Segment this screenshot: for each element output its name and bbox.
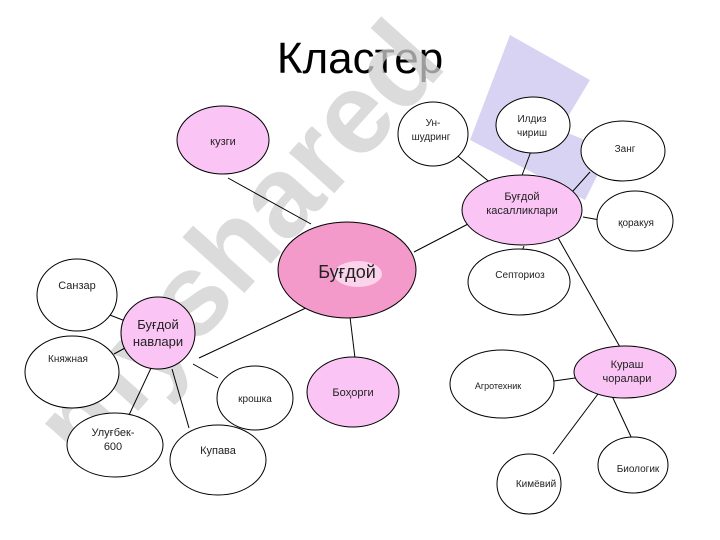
node-kimyoviy: Кимёвий [496,453,562,515]
connector-line [113,347,126,355]
node-sanzar-label: Санзар [58,280,96,292]
node-ildiz-chirish: Илдиз чириш [495,96,571,154]
node-kupava-label: Купава [200,445,237,457]
node-kasalliklari-label-1: Буғдой [504,191,539,203]
connector-line [192,363,219,379]
node-biologik: Биологик [597,436,669,494]
connector-line [413,222,471,253]
connector-line [198,306,309,359]
node-zang: Занг [580,120,666,182]
node-un-shudring-label-1: Ун- [426,118,441,129]
node-kurash-label-2: чоралари [603,373,652,385]
node-qorakuya-label: қоракуя [618,218,654,229]
node-knyazhnaya: Княжная [24,335,120,409]
node-ildiz-chirish-label-2: чириш [517,128,547,139]
node-sanzar: Санзар [36,258,118,332]
node-knyazhnaya-label: Княжная [48,354,88,365]
node-septorioz-label: Септориоз [495,270,545,281]
node-septorioz: Септориоз [467,248,571,316]
node-center-label: Буғдой [318,262,376,282]
connector-line [611,395,634,442]
node-biologik-label: Биологик [617,464,660,475]
node-navlari-label-1: Буғдой [137,317,179,332]
node-ulugbek-label-1: Улуғбек- [92,427,135,439]
node-kasalliklari-label-2: касалликлари [486,205,558,217]
node-kuzgi-label: кузги [210,136,236,148]
connector-line [349,316,356,359]
node-kroshka-label: крошка [238,394,272,405]
node-ildiz-chirish-label-1: Илдиз [517,114,546,125]
node-kurash: Кураш чоралари [573,345,677,399]
connector-line [572,171,591,192]
node-kupava: Купава [169,424,267,496]
node-navlari: Буғдой навлари [120,296,196,370]
node-agrotexnik: Агротехник [449,349,555,419]
connector-line [553,377,576,382]
node-kurash-label-1: Кураш [611,359,644,371]
node-un-shudring-label-2: шудринг [412,132,451,143]
connector-line [556,235,621,348]
node-agrotexnik-label: Агротехник [475,381,521,391]
node-bohorgi-label: Боҳорги [332,387,373,399]
node-navlari-label-2: навлари [133,334,183,349]
node-kuzgi: кузги [176,105,270,175]
node-kasalliklari: Буғдой касалликлари [461,174,583,246]
node-qorakuya: қоракуя [596,190,674,252]
connector-line [128,365,153,416]
node-ulugbek-label-2: 600 [104,441,122,453]
node-bohorgi: Боҳорги [306,356,400,428]
page-title: Кластер [276,34,444,83]
node-un-shudring: Ун- шудринг [397,101,469,167]
node-kimyoviy-label: Кимёвий [516,479,556,490]
connector-line [552,393,599,455]
node-kroshka: крошка [216,365,294,431]
connector-line [227,177,312,225]
connector-line [171,368,190,429]
node-zang-label: Занг [615,144,636,155]
node-center: Буғдой [277,221,417,319]
node-ulugbek: Улуғбек- 600 [66,412,164,478]
